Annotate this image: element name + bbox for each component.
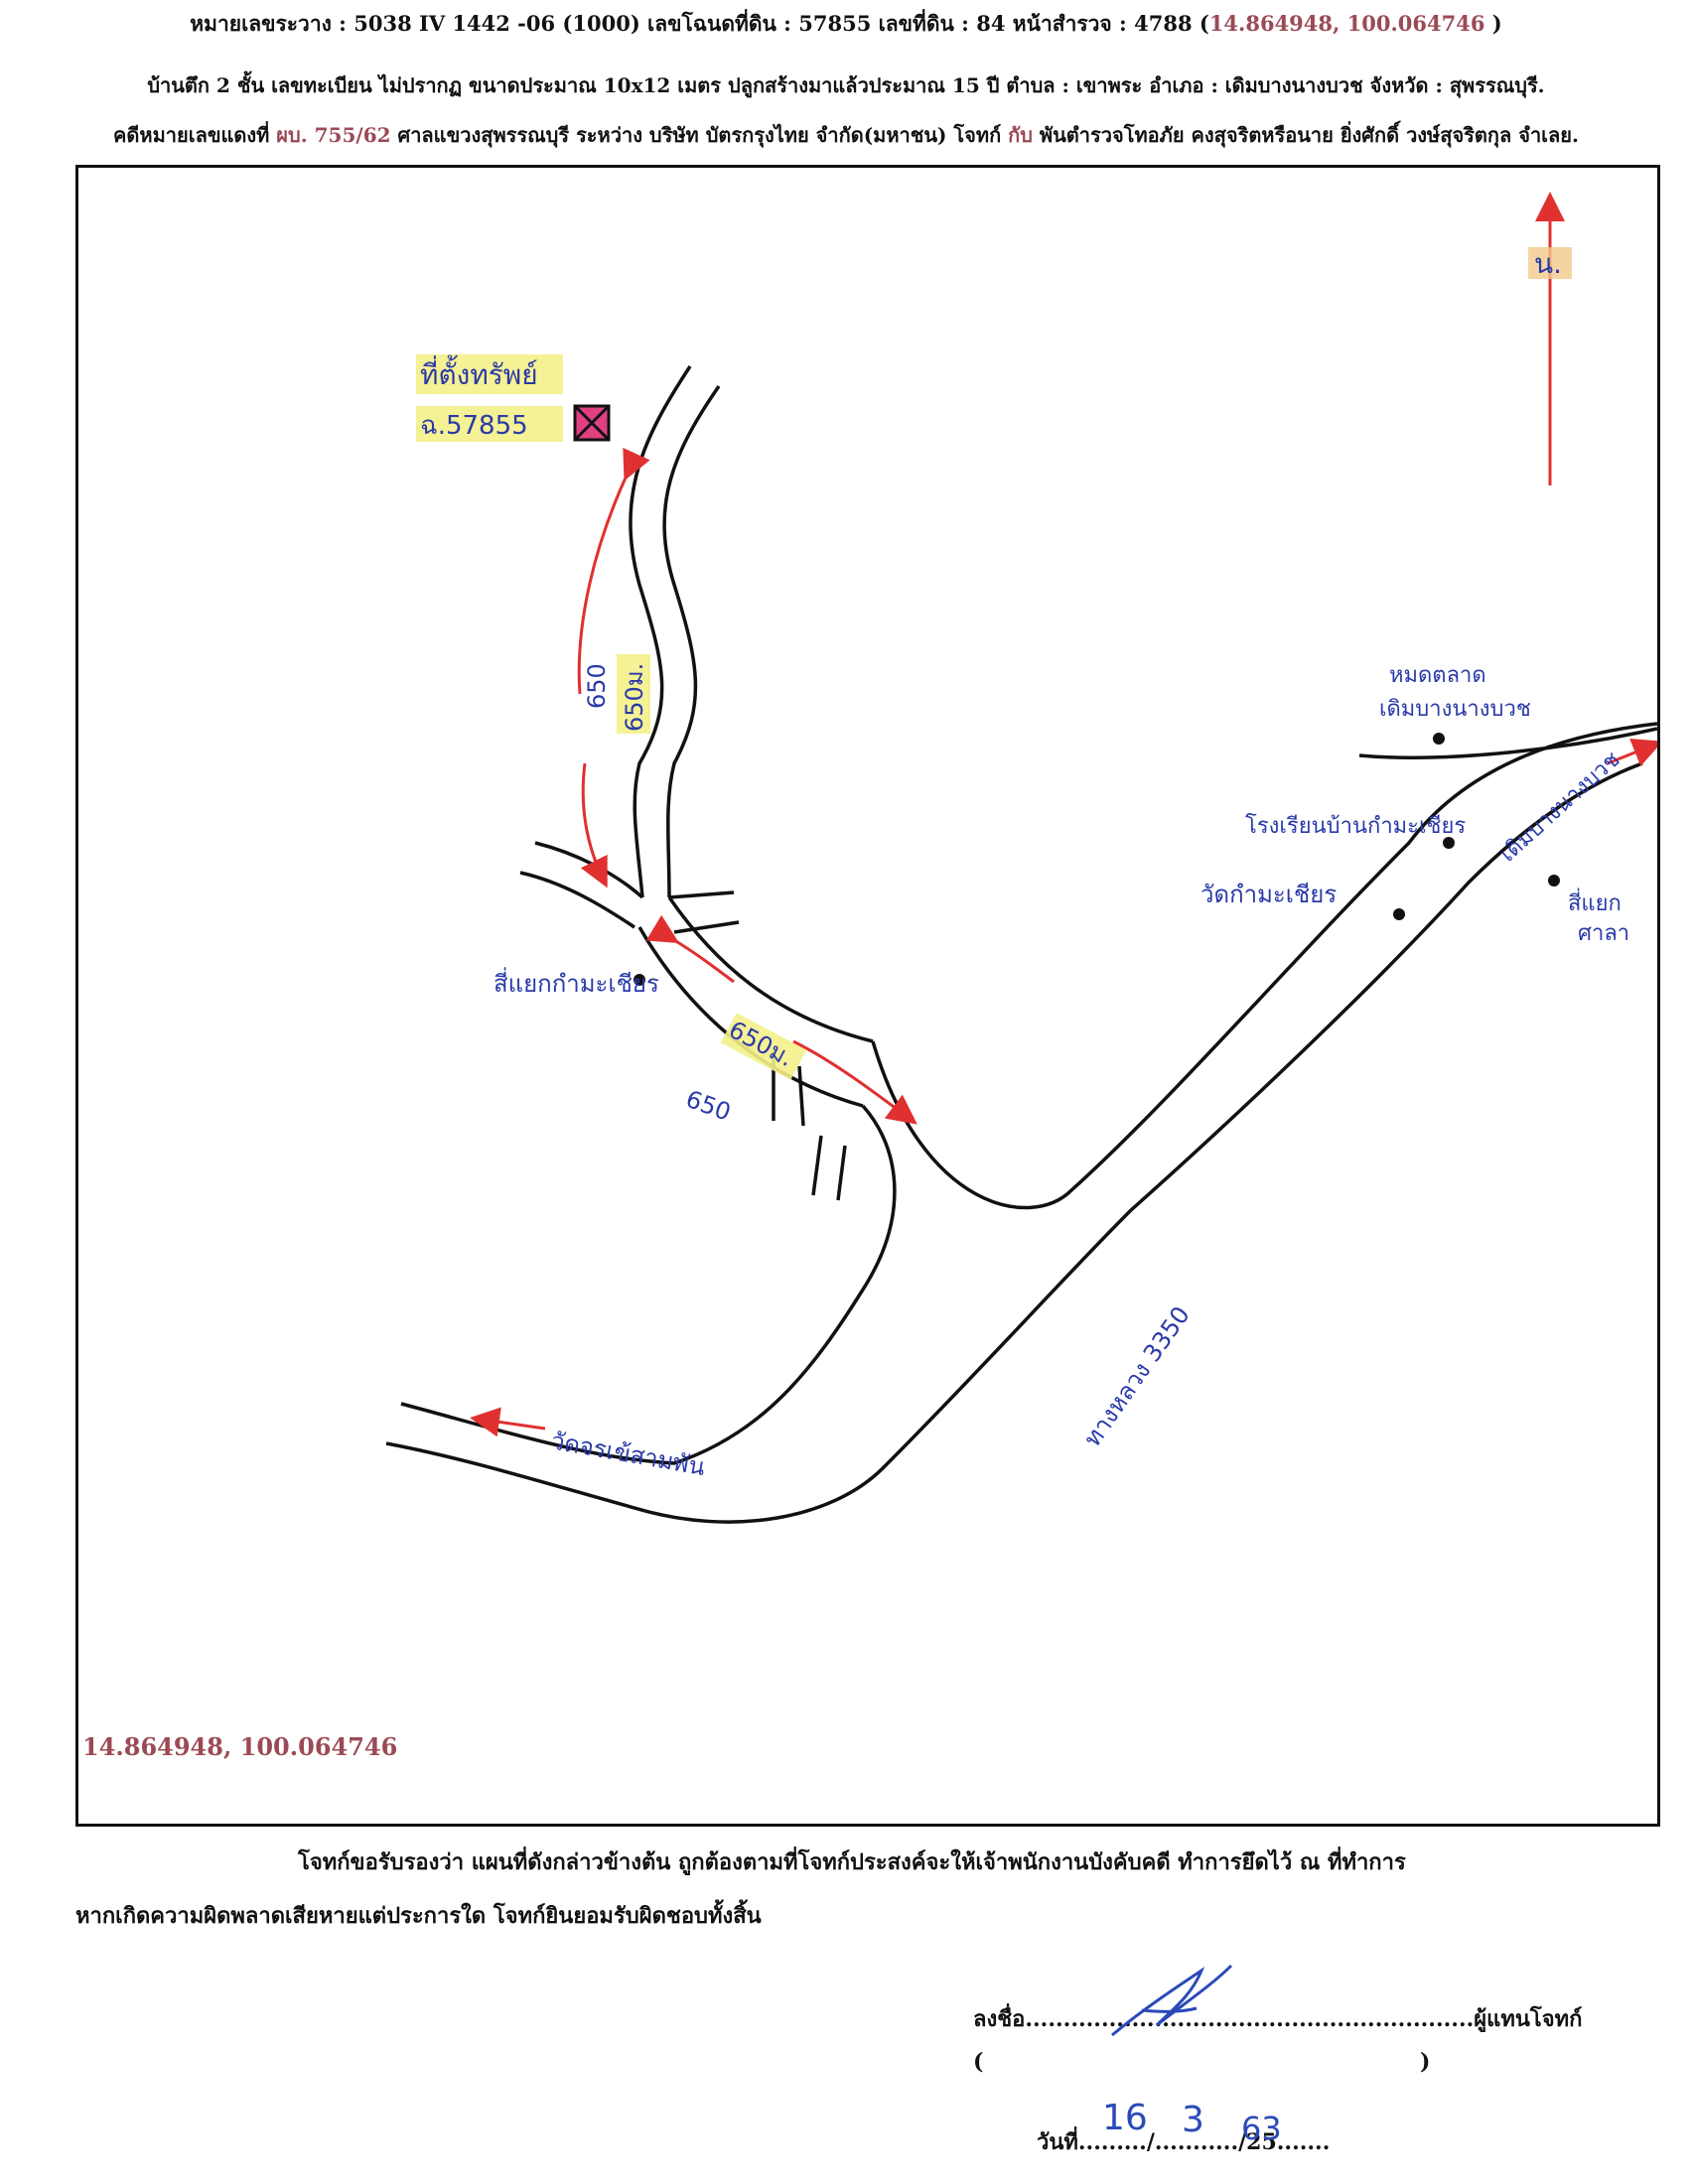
landmark-4-label: วัดกำมะเชียร — [1200, 881, 1337, 908]
landmark-5b-label: ศาลา — [1578, 921, 1629, 946]
date-month: 3 — [1182, 2100, 1204, 2140]
property-label: ที่ตั้งทรัพย์ — [420, 354, 538, 391]
landmark-1-dot — [634, 974, 645, 986]
case-number: ผบ. 755/62 — [276, 123, 391, 147]
distance-arrows — [470, 447, 1657, 1437]
distance-1-label: 650ม. — [621, 663, 648, 732]
road-stub-3 — [811, 1135, 823, 1196]
header-sheet-info: หมายเลขระวาง : 5038 IV 1442 -06 (1000) เ… — [190, 11, 1209, 36]
roads — [385, 365, 1657, 1524]
landmark-5-dot — [1548, 875, 1560, 887]
distance-2-highlight — [720, 1013, 807, 1080]
landmark-1-label: สี่แยกกำมะเชียร — [494, 967, 659, 998]
landmark-2-dot — [1433, 733, 1445, 745]
distance-arrow-1b — [580, 762, 608, 888]
landmark-2b-label: เดิมบางนางบวช — [1379, 697, 1531, 722]
highway-south-edge — [385, 761, 1643, 1524]
map-coordinates: 14.864948, 100.064746 — [82, 1732, 398, 1761]
road-stub-4 — [836, 1145, 847, 1201]
header-line-2: บ้านตึก 2 ชั้น เลขทะเบียน ไม่ปรากฏ ขนาดป… — [147, 73, 1545, 97]
property-cross-2 — [573, 404, 611, 442]
case-parties: ศาลแขวงสุพรรณบุรี ระหว่าง บริษัท บัตรกรุ… — [390, 123, 1009, 147]
road-north-east-edge — [662, 385, 721, 898]
header-close-paren: ) — [1484, 11, 1502, 36]
north-label: น. — [1534, 247, 1562, 280]
landmark-3-dot — [1443, 837, 1455, 849]
property-marker: ที่ตั้งทรัพย์ ฉ.57855 — [416, 354, 611, 442]
landmark-2-label: หมดตลาด — [1389, 663, 1486, 688]
distance-1-pencil: 650 — [583, 663, 611, 709]
landmark-3-label: โรงเรียนบ้านกำมะเชียร — [1245, 813, 1466, 839]
road-1-label: เดิมบางนางบวช — [1495, 748, 1624, 868]
case-with: กับ — [1008, 123, 1033, 147]
road-west-branch-lower — [519, 871, 635, 929]
hand-drawn-map: น. ที่ตั้งทรัพย์ ฉ.57855 650 650ม. 650ม.… — [385, 192, 1657, 1524]
distance-1-highlight — [617, 654, 650, 734]
road-diagonal-upper — [667, 896, 874, 1043]
landmark-5-label: สี่แยก — [1568, 887, 1622, 916]
landmarks: สี่แยกกำมะเชียร หมดตลาด เดิมบางนางบวช โร… — [494, 663, 1629, 998]
road-north-west-edge — [629, 365, 692, 898]
road-3-label: วัดจรเข้สามพัน — [549, 1427, 707, 1481]
certification-line-2: หากเกิดความผิดพลาดเสียหายแต่ประการใด โจท… — [75, 1903, 762, 1929]
landmark-4-dot — [1393, 908, 1405, 920]
header-coordinates: 14.864948, 100.064746 — [1208, 11, 1485, 36]
map-frame: น. ที่ตั้งทรัพย์ ฉ.57855 650 650ม. 650ม.… — [75, 165, 1660, 1827]
road-west-branch-upper — [534, 841, 644, 899]
highway-north-edge — [871, 722, 1657, 1210]
header-line-3: คดีหมายเลขแดงที่ ผบ. 755/62 ศาลแขวงสุพรร… — [0, 119, 1692, 151]
signature-line: ลงชื่อ..................................… — [973, 2006, 1583, 2032]
handwritten-signature — [1111, 1964, 1233, 2037]
road-2-label: ทางหลวง 3350 — [1078, 1301, 1196, 1452]
highway-ne-arrow — [1607, 738, 1657, 766]
distance-labels: 650 650ม. 650ม. 650 — [583, 654, 807, 1127]
north-arrow: น. — [1528, 192, 1572, 485]
distance-arrow-2 — [792, 1039, 917, 1125]
deed-label: ฉ.57855 — [420, 411, 528, 441]
road-east-stub-lower — [673, 920, 740, 934]
property-highlight-2 — [416, 406, 563, 442]
date-day: 16 — [1102, 2098, 1148, 2138]
case-defendant: พันตำรวจโทอภัย คงสุจริตหรือนาย ยิ่งศักดิ… — [1032, 123, 1579, 147]
distance-2-pencil: 650 — [682, 1085, 735, 1127]
road-sw-arrow — [470, 1407, 546, 1437]
date-year: 63 — [1241, 2110, 1282, 2147]
distance-arrow-2b — [645, 914, 735, 984]
paren-open: ( — [973, 2049, 984, 2075]
header-line-1: หมายเลขระวาง : 5038 IV 1442 -06 (1000) เ… — [0, 8, 1692, 41]
road-stub-2 — [797, 1065, 805, 1127]
property-highlight-1 — [416, 354, 563, 394]
paren-close: ) — [1420, 2049, 1431, 2075]
highway-inner-edge — [400, 1104, 897, 1465]
certification-line-1: โจทก์ขอรับรองว่า แผนที่ดังกล่าวข้างต้น ถ… — [298, 1849, 1406, 1875]
road-market — [1358, 727, 1657, 759]
case-label: คดีหมายเลขแดงที่ — [113, 123, 277, 147]
handwritten-date: 16 3 63 — [1102, 2098, 1282, 2147]
date-line: วันที่........./.........../25....... — [1037, 2129, 1331, 2155]
road-east-stub-upper — [668, 890, 735, 899]
road-diagonal-lower — [637, 926, 864, 1108]
north-highlight — [1528, 247, 1572, 279]
distance-arrow-1 — [577, 447, 650, 695]
